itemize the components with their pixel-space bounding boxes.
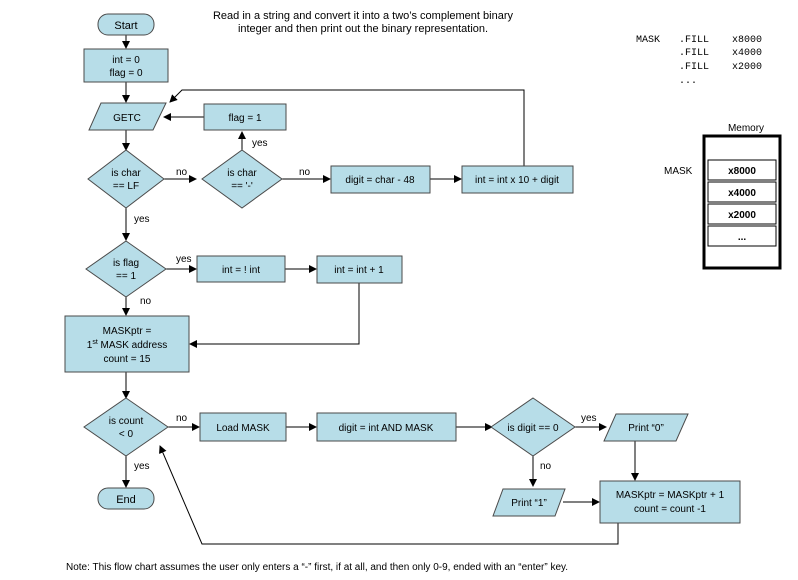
svg-text:int = 0: int = 0 <box>112 55 140 66</box>
memory-cell-value: x4000 <box>728 188 756 199</box>
svg-text:is count: is count <box>109 416 144 427</box>
connectors <box>122 35 639 545</box>
svg-text:== LF: == LF <box>113 181 139 192</box>
svg-text:is char: is char <box>111 168 141 179</box>
int-plus-process: int = int + 1 <box>316 255 403 284</box>
title-line-2: integer and then print out the binary re… <box>238 23 488 35</box>
start-terminal: Start <box>97 13 155 36</box>
getc-io: GETC <box>88 102 167 131</box>
digit-calc-process: digit = char - 48 <box>330 165 431 194</box>
svg-text:Print “0”: Print “0” <box>628 423 664 434</box>
svg-text:count = 15: count = 15 <box>104 354 151 365</box>
memory-cell-value: ... <box>738 232 747 243</box>
svg-text:== '-': == '-' <box>231 181 253 192</box>
edge-label-no: no <box>140 296 152 307</box>
edge-label-yes: yes <box>176 254 192 265</box>
mask-row-op: .FILL <box>679 48 709 59</box>
flag-set-process: flag = 1 <box>203 103 287 131</box>
mask-row-value: x8000 <box>732 35 762 46</box>
memory-cell-value: x2000 <box>728 210 756 221</box>
edge-label-no: no <box>176 413 188 424</box>
svg-text:is char: is char <box>227 168 257 179</box>
edge-label-no: no <box>299 167 311 178</box>
svg-text:MASKptr =: MASKptr = <box>103 326 152 337</box>
memory-cell <box>707 181 777 203</box>
memory-cell <box>707 203 777 225</box>
edge-label-yes: yes <box>581 413 597 424</box>
mask-row-label: MASK <box>636 35 660 46</box>
title-line-1: Read in a string and convert it into a t… <box>213 10 514 22</box>
svg-text:is flag: is flag <box>113 258 139 269</box>
svg-text:== 1: == 1 <box>116 271 136 282</box>
svg-text:Load MASK: Load MASK <box>216 423 270 434</box>
svg-text:digit = char - 48: digit = char - 48 <box>345 175 415 186</box>
svg-text:flag = 1: flag = 1 <box>228 113 262 124</box>
mask-row-value: x2000 <box>732 62 762 73</box>
print-one-io: Print “1” <box>492 488 566 517</box>
memory-block: Memory MASK x8000 x4000 x2000 ... <box>664 123 782 270</box>
svg-text:flag = 0: flag = 0 <box>109 68 143 79</box>
edge-label-no: no <box>540 461 552 472</box>
svg-text:End: End <box>116 494 136 506</box>
svg-text:int = int + 1: int = int + 1 <box>334 265 384 276</box>
is-digit-zero-decision: is digit == 0 <box>490 397 576 457</box>
init-process: int = 0 flag = 0 <box>83 48 169 83</box>
memory-title: Memory <box>728 123 764 134</box>
svg-text:GETC: GETC <box>113 113 141 124</box>
svg-text:< 0: < 0 <box>119 429 134 440</box>
footnote: Note: This flow chart assumes the user o… <box>66 562 568 573</box>
svg-text:count = count -1: count = count -1 <box>634 504 706 515</box>
is-lf-decision: is char == LF <box>87 149 165 209</box>
not-int-process: int = ! int <box>196 255 286 283</box>
maskptr-update-process: MASKptr = MASKptr + 1 count = count -1 <box>599 480 741 524</box>
edge-label-no: no <box>176 167 188 178</box>
load-mask-process: Load MASK <box>199 412 287 442</box>
svg-text:Start: Start <box>114 20 137 32</box>
end-terminal: End <box>97 487 155 510</box>
memory-cell <box>707 225 777 247</box>
is-count-decision: is count < 0 <box>83 397 169 457</box>
memory-mask-label: MASK <box>664 166 693 177</box>
svg-text:is digit == 0: is digit == 0 <box>507 423 559 434</box>
edge-label-yes: yes <box>252 138 268 149</box>
svg-text:1st MASK address: 1st MASK address <box>87 339 168 351</box>
mask-row-op: .FILL <box>679 62 709 73</box>
memory-cell <box>707 159 777 181</box>
edge-label-yes: yes <box>134 214 150 225</box>
svg-text:Print “1”: Print “1” <box>511 498 547 509</box>
digit-and-process: digit = int AND MASK <box>316 412 457 442</box>
mask-row-value: x4000 <box>732 48 762 59</box>
is-minus-decision: is char == '-' <box>201 149 283 209</box>
mask-fill-table: MASK .FILL x8000 .FILL x4000 .FILL x2000… <box>636 35 762 87</box>
mask-row-op: .FILL <box>679 35 709 46</box>
mask-row-op: ... <box>679 76 697 87</box>
svg-text:MASKptr = MASKptr + 1: MASKptr = MASKptr + 1 <box>616 490 725 501</box>
svg-text:digit = int AND MASK: digit = int AND MASK <box>339 423 434 434</box>
svg-text:int = ! int: int = ! int <box>222 265 260 276</box>
int-calc-process: int = int x 10 + digit <box>461 165 574 194</box>
memory-cell-value: x8000 <box>728 166 756 177</box>
edge-label-yes: yes <box>134 461 150 472</box>
maskptr-init-process: MASKptr = 1st MASK address count = 15 <box>64 315 190 373</box>
print-zero-io: Print “0” <box>603 413 689 442</box>
is-flag-decision: is flag == 1 <box>85 240 167 298</box>
edge-labels: no yes no yes yes no no yes no yes <box>134 138 597 472</box>
svg-text:int = int x 10 + digit: int = int x 10 + digit <box>475 175 559 186</box>
